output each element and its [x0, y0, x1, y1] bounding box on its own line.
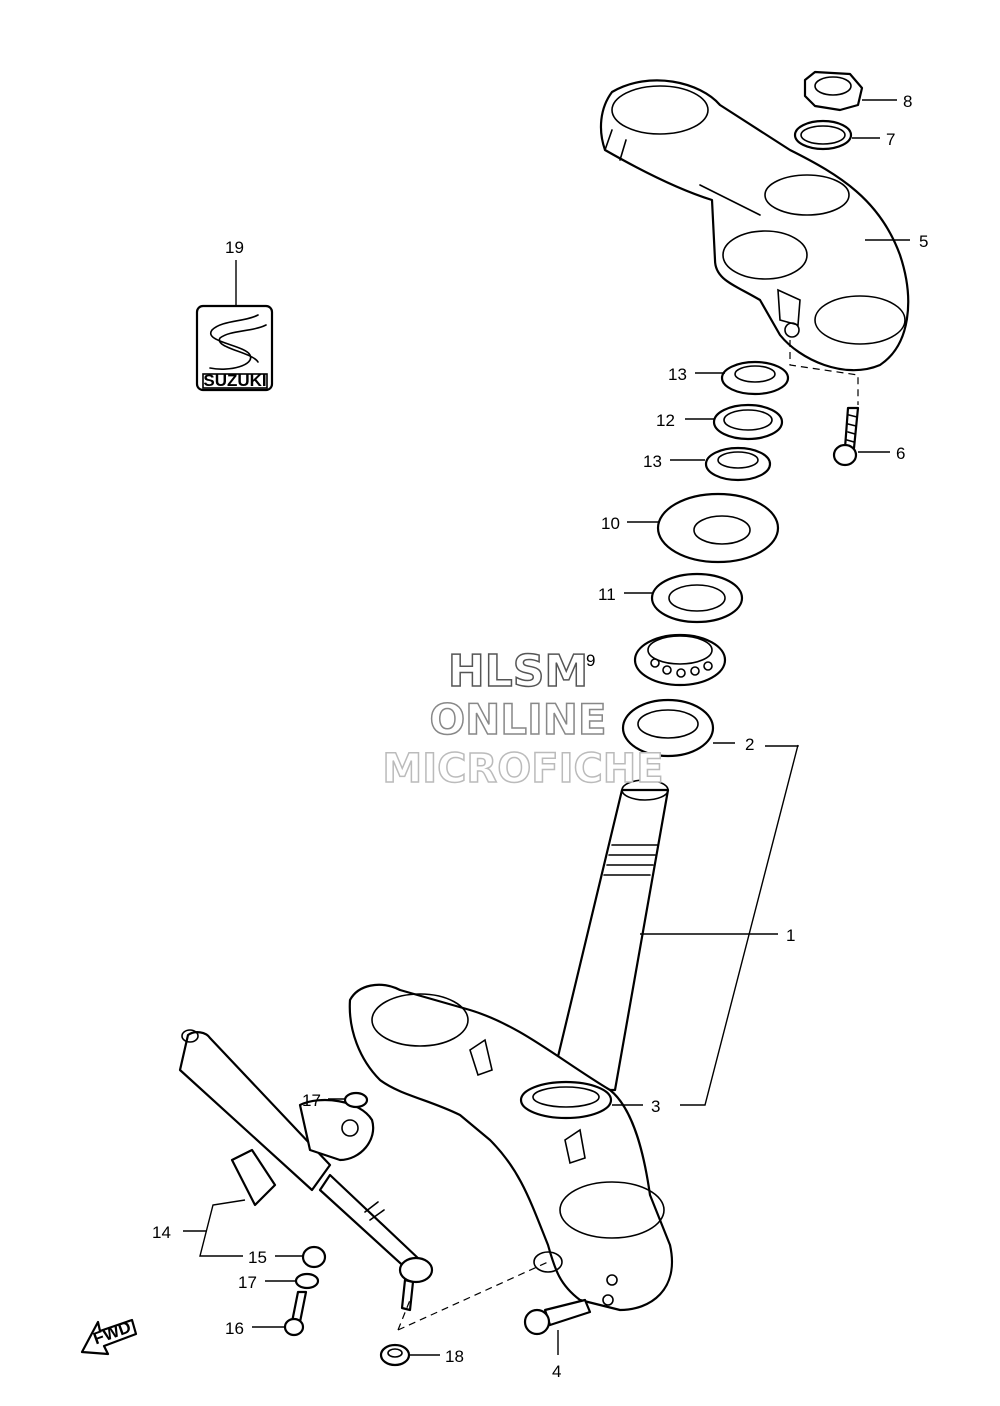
lower-bracket-part [348, 983, 673, 1312]
logo-text: SUZUKI [203, 371, 266, 390]
clamp-bolt-part [832, 406, 860, 467]
callout-11: 11 [598, 585, 616, 604]
suzuki-logo-emblem: SUZUKI [195, 304, 274, 392]
callout-19: 19 [225, 238, 244, 257]
callout-7: 7 [886, 130, 895, 149]
flange-nut-part [379, 1343, 411, 1367]
locknut-lower-part [704, 446, 772, 482]
callout-5: 5 [919, 232, 928, 251]
callout-12: 12 [656, 411, 675, 430]
callout-9: 9 [586, 651, 595, 670]
fwd-arrow-icon: FWD [80, 1317, 138, 1356]
callout-8: 8 [903, 92, 912, 111]
watermark-line3: MICROFICHE [382, 746, 663, 792]
callout-1: 1 [786, 926, 795, 945]
bearing-washer-part [650, 572, 744, 624]
locknut-upper-part [720, 360, 790, 396]
washer-lower-part [294, 1272, 320, 1290]
bearing-race-part [621, 698, 715, 758]
callout-10: 10 [601, 514, 620, 533]
lower-seal-part [519, 1080, 613, 1120]
washer-upper-part [343, 1091, 369, 1109]
top-nut-part [803, 70, 864, 112]
steering-stem-part [548, 779, 670, 1092]
callout-6: 6 [896, 444, 905, 463]
lock-washer-part [712, 403, 784, 441]
watermark-line2: ONLINE [429, 695, 606, 744]
callout-3: 3 [651, 1097, 660, 1116]
callout-13-lower: 13 [643, 452, 662, 471]
dust-seal-part [656, 492, 780, 564]
callout-13-upper: 13 [668, 365, 687, 384]
stem-bolt-part [523, 1298, 592, 1336]
upper-bearing-part [633, 633, 727, 687]
callout-labels: 8 7 5 6 13 12 13 10 11 9 2 1 3 4 17 14 1… [152, 92, 928, 1381]
callout-16: 16 [225, 1319, 244, 1338]
callout-2: 2 [745, 735, 754, 754]
leader-lines [183, 99, 910, 1356]
watermark: HLSM ONLINE MICROFICHE [382, 645, 665, 793]
watermark-line1: HLSM [448, 646, 588, 697]
upper-bracket-part [599, 79, 910, 372]
callout-15: 15 [248, 1248, 267, 1267]
callout-4: 4 [552, 1362, 561, 1381]
damper-bolt-part [283, 1290, 308, 1337]
callout-14: 14 [152, 1223, 171, 1242]
callout-18: 18 [445, 1347, 464, 1366]
callout-17-lower: 17 [238, 1273, 257, 1292]
callout-17-upper: 17 [302, 1091, 321, 1110]
damper-nut-part [301, 1245, 327, 1269]
steering-damper-part [178, 1029, 434, 1312]
